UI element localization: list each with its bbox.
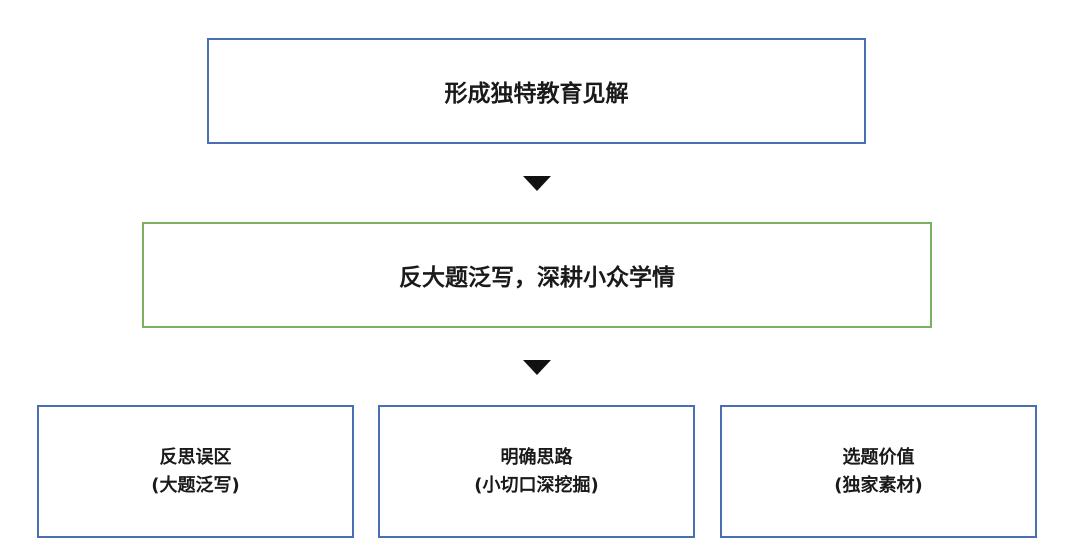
bottom-node-title: 选题价值 — [842, 446, 915, 468]
bottom-node-subtitle: (大题泛写) — [151, 474, 240, 496]
bottom-node-box-3: 选题价值 (独家素材) — [720, 405, 1037, 538]
top-node-box: 形成独特教育见解 — [207, 38, 866, 144]
bottom-node-box-1: 反思误区 (大题泛写) — [37, 405, 354, 538]
bottom-node-title: 反思误区 — [159, 446, 232, 468]
middle-node-label: 反大题泛写，深耕小众学情 — [399, 265, 675, 291]
bottom-node-subtitle: (独家素材) — [834, 474, 923, 496]
top-node-label: 形成独特教育见解 — [444, 81, 629, 107]
bottom-node-box-2: 明确思路 (小切口深挖掘) — [378, 405, 695, 538]
bottom-node-title: 明确思路 — [500, 446, 573, 468]
arrow-down-icon — [523, 176, 551, 191]
middle-node-box: 反大题泛写，深耕小众学情 — [142, 222, 932, 328]
bottom-node-subtitle: (小切口深挖掘) — [474, 474, 599, 496]
arrow-down-icon — [523, 360, 551, 375]
